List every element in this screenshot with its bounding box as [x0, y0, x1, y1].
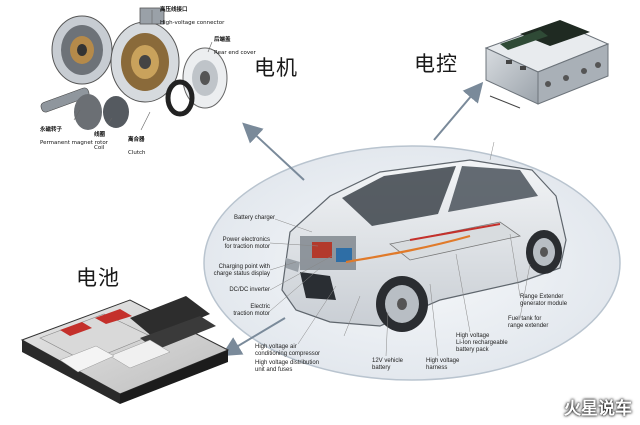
motor-part-title: 永磁转子 — [40, 126, 63, 133]
motor-part-title: 高压线接口 — [160, 6, 188, 13]
motor-exploded-view — [40, 7, 228, 131]
battery-pack — [20, 296, 230, 404]
callout-hv-distribution: High voltage distribution unit and fuses — [255, 360, 320, 373]
motor-part-sub: High-voltage connector — [160, 19, 225, 26]
motor-part-sub: Clutch — [128, 149, 146, 156]
motor-part-sub: Coil — [94, 144, 105, 151]
callout-hv-harness: High voltage harness — [426, 358, 460, 371]
motor-part-rear-cover: 后端盖 Rear end cover — [214, 30, 256, 56]
callout-ac-compressor: High voltage air conditioning compressor — [255, 344, 321, 357]
callout-battery-charger: Battery charger — [233, 215, 275, 221]
arrow-to-controller — [433, 81, 484, 141]
watermark-text: 火星说车 — [564, 399, 632, 419]
callout-dcdc-inverter: DC/DC inverter — [229, 287, 270, 293]
callout-charging-point: Charging point with charge status displa… — [213, 264, 270, 277]
motor-part-coil: 线圈 Coil — [94, 125, 105, 151]
callout-power-electronics: Power electronics for traction motor — [222, 237, 270, 250]
motor-part-title: 线圈 — [94, 131, 106, 138]
callout-fuel-tank: Fuel tank for range extender — [508, 316, 549, 329]
callout-12v-battery: 12V vehicle battery — [372, 358, 404, 371]
motor-part-pm-rotor: 永磁转子 Permanent magnet rotor — [40, 120, 108, 146]
motor-label: 电机 — [254, 56, 298, 80]
motor-part-title: 后端盖 — [214, 36, 231, 43]
battery-label: 电池 — [76, 266, 120, 290]
controller-unit — [484, 20, 610, 109]
motor-part-hv-connector: 高压线接口 High-voltage connector — [160, 0, 224, 26]
motor-part-sub: Permanent magnet rotor — [40, 139, 108, 146]
callout-range-extender: Range Extender generator module — [520, 294, 568, 307]
controller-label: 电控 — [414, 52, 458, 76]
car-cutaway — [269, 141, 567, 357]
callout-hv-battery-pack: High voltage Li-Ion rechargeable battery… — [456, 333, 508, 353]
motor-part-sub: Rear end cover — [214, 49, 256, 56]
motor-part-title: 离合器 — [128, 136, 145, 143]
callout-traction-motor: Electric traction motor — [233, 304, 270, 317]
arrow-to-motor — [242, 122, 305, 181]
motor-part-clutch: 离合器 Clutch — [128, 130, 146, 156]
arrow-to-battery — [221, 317, 286, 357]
